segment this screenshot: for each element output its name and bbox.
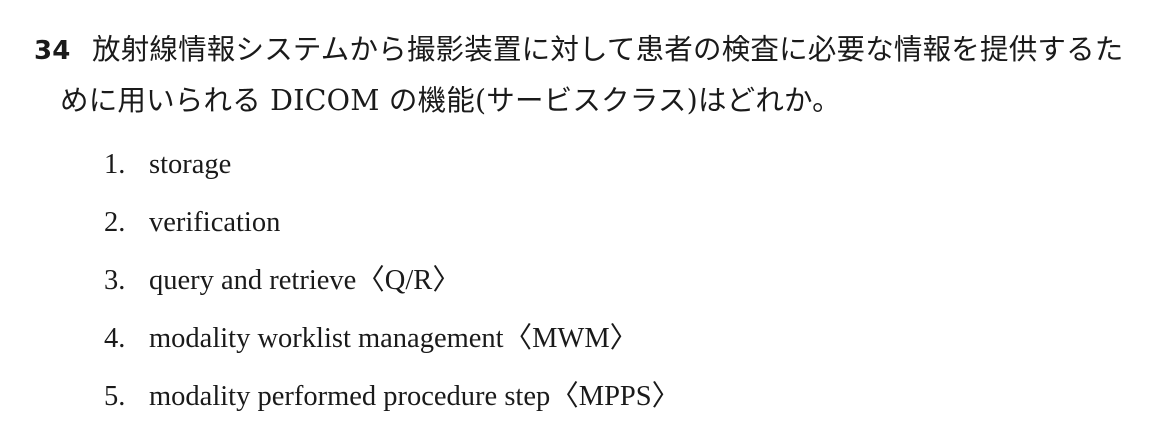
question-text-line-1: 放射線情報システムから撮影装置に対して患者の検査に必要な情報を提供するた (92, 33, 1124, 66)
choice-item: 2. verification (104, 200, 680, 258)
choice-number: 2. (104, 207, 126, 238)
choice-text: verification (149, 207, 281, 238)
question-line-1: 34 放射線情報システムから撮影装置に対して患者の検査に必要な情報を提供するた (34, 28, 1144, 73)
choice-item: 3. query and retrieve〈Q/R〉 (104, 258, 680, 316)
choice-number: 3. (104, 265, 126, 296)
choice-number: 1. (104, 149, 126, 180)
choice-text: storage (149, 149, 232, 180)
choice-item: 5. modality performed procedure step〈MPPS… (104, 374, 680, 432)
question-block: 34 放射線情報システムから撮影装置に対して患者の検査に必要な情報を提供するた め… (34, 28, 1144, 123)
question-text-line-2: めに用いられる DICOM の機能(サービスクラス)はどれか。 (60, 84, 841, 117)
choice-text: modality performed procedure step〈MPPS〉 (149, 381, 681, 412)
choice-number: 5. (104, 381, 126, 412)
choice-number: 4. (104, 323, 126, 354)
choice-text: query and retrieve〈Q/R〉 (149, 265, 461, 296)
choice-item: 1. storage (104, 142, 680, 200)
choice-text: modality worklist management〈MWM〉 (149, 323, 639, 354)
question-number: 34 (34, 36, 71, 66)
choice-list: 1. storage 2. verification 3. query and ret… (104, 142, 680, 432)
choice-item: 4. modality worklist management〈MWM〉 (104, 316, 680, 374)
